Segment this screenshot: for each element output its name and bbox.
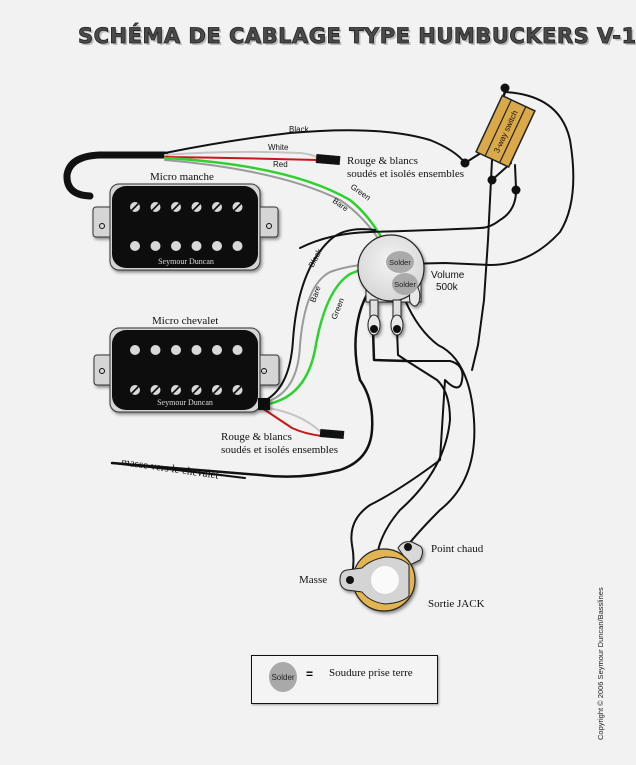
neck-pickup-cable <box>63 151 169 200</box>
junction-dot <box>500 83 510 93</box>
label-white: White <box>268 143 289 152</box>
bridge-red-wire <box>261 407 323 437</box>
screw-slot <box>130 202 140 212</box>
neck-note-line1: Rouge & blancs <box>347 155 418 167</box>
legend-text: Soudure prise terre <box>329 667 413 679</box>
jack-hot-wire <box>404 299 476 546</box>
neck-note-line2: soudés et isolés ensembles <box>347 168 464 180</box>
neck-pickup-brand: Seymour Duncan <box>158 257 214 266</box>
solder-point <box>392 273 418 295</box>
neck-red-wire <box>164 156 319 161</box>
jack-hole <box>371 566 399 594</box>
solder-icon: Solder <box>269 662 297 692</box>
title-shadow: SCHÉMA DE CABLAGE TYPE HUMBUCKERS V-1 <box>80 25 636 50</box>
junction-dot <box>460 158 470 168</box>
neck-black-wire <box>164 129 466 164</box>
bridge-insulated-tip <box>319 428 345 440</box>
diagram-title: SCHÉMA DE CABLAGE TYPE HUMBUCKERS V-1 SC… <box>78 23 636 50</box>
jack-hot-label: Point chaud <box>431 543 484 555</box>
pole-slug <box>191 241 202 251</box>
bridge-ground-wire <box>111 462 246 479</box>
solder-label: Solder <box>389 258 411 267</box>
bridge-note-line2: soudés et isolés ensembles <box>221 444 338 456</box>
pole-slug <box>212 241 222 251</box>
three-way-switch: 3-way switch <box>475 94 536 169</box>
junction-dot <box>511 185 521 195</box>
neck-pole-pieces <box>130 202 243 251</box>
neck-white-wire <box>164 150 319 159</box>
screw-slot <box>212 202 222 212</box>
pole-slug <box>232 345 243 355</box>
pole-slug <box>171 345 181 355</box>
screw-slot <box>151 385 160 395</box>
label-bridge-bare: Bare <box>308 284 322 303</box>
screw-slot <box>171 202 181 212</box>
screw-slot <box>151 202 160 212</box>
bridge-pole-pieces <box>130 345 243 395</box>
neck-pickup-body <box>112 186 258 268</box>
switch-lead-c <box>299 164 518 249</box>
switch-body <box>475 94 536 169</box>
solder-point <box>386 251 414 273</box>
screw-slot <box>130 385 140 395</box>
pot-lug-wire-left <box>110 262 396 478</box>
screw-slot <box>171 385 181 395</box>
screw-slot <box>233 385 242 395</box>
pole-slug <box>191 345 202 355</box>
bridge-bare-wire <box>261 262 389 404</box>
neck-pickup-label: Micro manche <box>150 171 214 183</box>
pole-slug <box>150 345 161 355</box>
volume-value: 500k <box>436 282 459 293</box>
screw-slot <box>192 202 201 212</box>
output-jack <box>339 541 423 612</box>
jack-ground-terminal <box>346 576 354 584</box>
pole-slug <box>130 345 140 355</box>
mount-screw-icon <box>99 368 105 374</box>
neck-insulated-tip <box>315 153 341 166</box>
pole-slug <box>232 241 243 251</box>
mount-screw-icon <box>99 223 105 229</box>
title-text: SCHÉMA DE CABLAGE TYPE HUMBUCKERS V-1 <box>78 23 636 48</box>
jack-hot-terminal <box>404 543 412 551</box>
bridge-white-wire <box>261 406 323 434</box>
legend: Solder = Soudure prise terre <box>251 655 438 704</box>
pole-slug <box>171 241 181 251</box>
switch-output-wire <box>401 91 575 266</box>
solder-label: Solder <box>394 280 416 289</box>
bridge-black-wire <box>261 228 376 403</box>
pole-slug <box>130 241 140 251</box>
junction-dot <box>487 175 497 185</box>
mount-screw-icon <box>261 368 267 374</box>
screw-slot <box>233 202 242 212</box>
pole-slug <box>212 345 222 355</box>
volume-label: Volume <box>431 270 465 281</box>
label-bridge-green: Green <box>330 297 347 321</box>
legend-equals: = <box>306 667 314 681</box>
jack-ground-label: Masse <box>299 574 327 586</box>
pot-lug-wire-a <box>371 328 409 363</box>
ground-wire-label: masse vers le chevalet <box>121 456 220 482</box>
bridge-pickup-label: Micro chevalet <box>152 315 218 327</box>
mount-screw-icon <box>266 223 272 229</box>
label-green: Green <box>349 182 372 202</box>
bridge-note-line1: Rouge & blancs <box>221 431 292 443</box>
copyright-text: Copyright © 2006 Seymour Duncan/Bassline… <box>596 587 605 740</box>
jack-ground-wire <box>350 360 464 576</box>
bridge-pickup-brand: Seymour Duncan <box>157 398 213 407</box>
screw-slot <box>192 385 201 395</box>
label-black: Black <box>289 125 310 134</box>
pole-slug <box>150 241 161 251</box>
screw-slot <box>212 385 222 395</box>
jack-label: Sortie JACK <box>428 598 485 610</box>
label-red: Red <box>273 160 288 169</box>
